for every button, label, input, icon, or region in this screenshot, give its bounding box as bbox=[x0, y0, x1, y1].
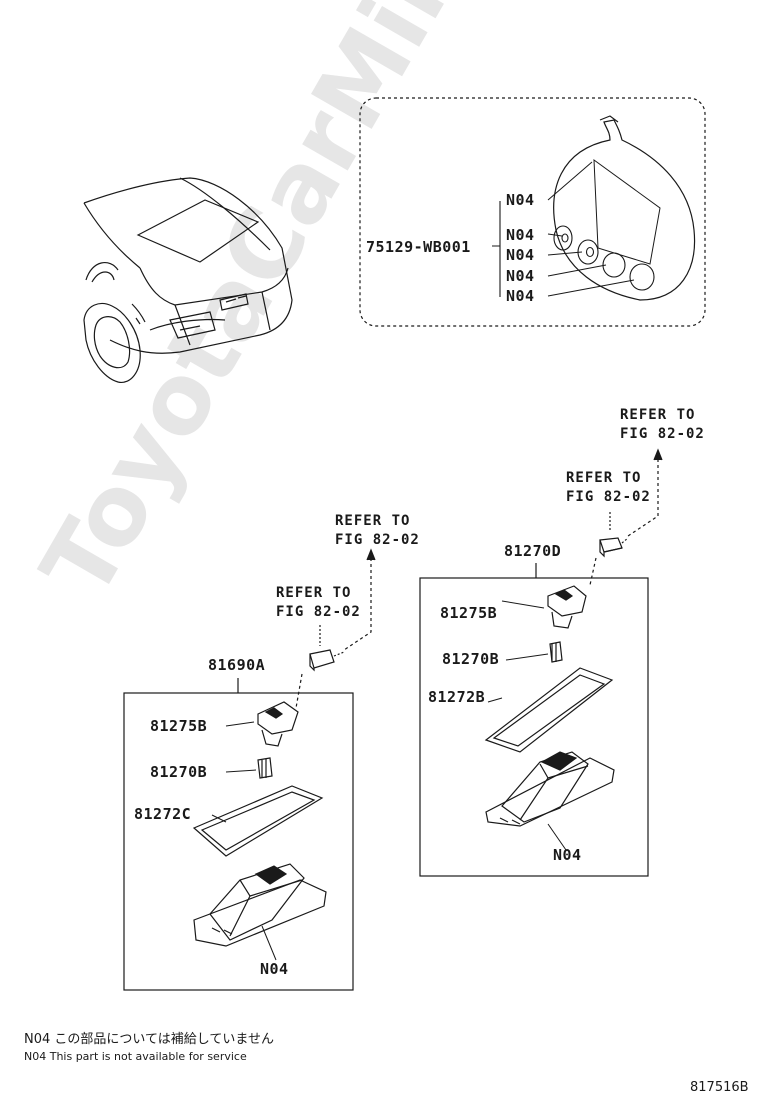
inset-part-number: 75129-WB001 bbox=[366, 238, 471, 256]
refer-line-1: REFER TO bbox=[335, 513, 411, 529]
inset-callout-n04-2: N04 bbox=[506, 226, 535, 244]
refer-line-2: FIG 82-02 bbox=[620, 426, 705, 442]
refer-line-1: REFER TO bbox=[620, 407, 696, 423]
inset-callout-n04-3: N04 bbox=[506, 246, 535, 264]
inset-callout-n04-4: N04 bbox=[506, 267, 535, 285]
right-bulb-label: 81270B bbox=[442, 650, 500, 668]
right-refer-upper: REFER TO FIG 82-02 bbox=[620, 406, 705, 444]
left-lens-label: N04 bbox=[260, 960, 289, 978]
footnote-english: N04 This part is not available for servi… bbox=[24, 1050, 247, 1063]
left-refer-upper: REFER TO FIG 82-02 bbox=[335, 512, 420, 550]
refer-line-1: REFER TO bbox=[276, 585, 352, 601]
left-socket-label: 81275B bbox=[150, 717, 208, 735]
refer-line-2: FIG 82-02 bbox=[335, 532, 420, 548]
left-assembly-title: 81690A bbox=[208, 656, 266, 674]
right-gasket-label: 81272B bbox=[428, 688, 486, 706]
inset-callout-n04-5: N04 bbox=[506, 287, 535, 305]
left-bulb-label: 81270B bbox=[150, 763, 208, 781]
refer-line-1: REFER TO bbox=[566, 470, 642, 486]
right-refer-lower: REFER TO FIG 82-02 bbox=[566, 469, 651, 507]
right-assembly-title: 81270D bbox=[504, 542, 562, 560]
left-gasket-label: 81272C bbox=[134, 805, 192, 823]
left-refer-lower: REFER TO FIG 82-02 bbox=[276, 584, 361, 622]
right-socket-label: 81275B bbox=[440, 604, 498, 622]
left-assembly-drawing bbox=[123, 548, 376, 991]
figure-id: 817516B bbox=[690, 1080, 749, 1095]
footnote-japanese: N04 この部品については補給していません bbox=[24, 1032, 274, 1047]
inset-callout-n04-1: N04 bbox=[506, 191, 535, 209]
sticker-discs bbox=[553, 225, 655, 291]
car-rear-illustration bbox=[83, 177, 293, 383]
refer-line-2: FIG 82-02 bbox=[276, 604, 361, 620]
inset-panel bbox=[359, 97, 706, 327]
right-assembly-drawing bbox=[419, 448, 663, 877]
refer-line-2: FIG 82-02 bbox=[566, 489, 651, 505]
right-lens-label: N04 bbox=[553, 846, 582, 864]
